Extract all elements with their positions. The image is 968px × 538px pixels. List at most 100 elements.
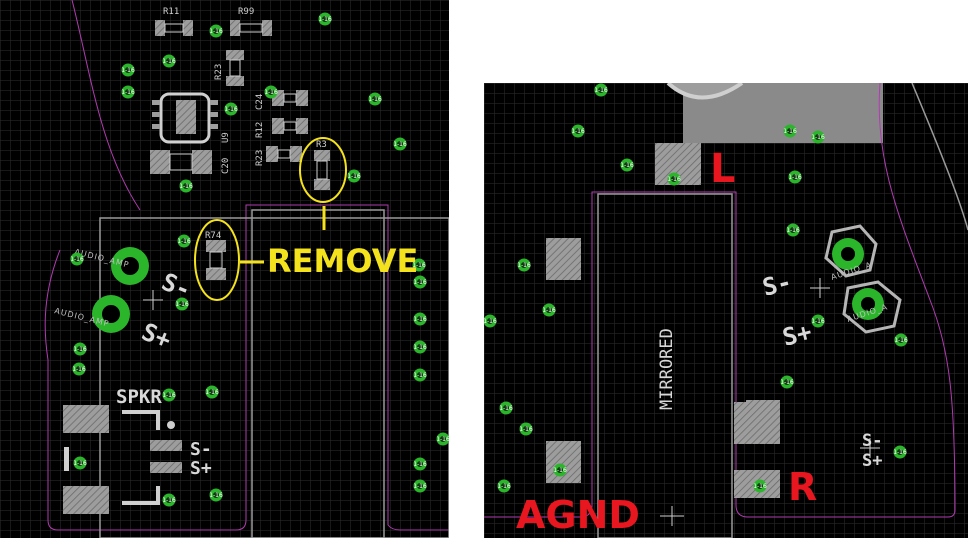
via-label: 1-16 (224, 106, 238, 113)
via-label: 1-16 (179, 183, 193, 190)
silk-s-minus: S- (760, 268, 795, 302)
via-label: 1-16 (318, 16, 332, 23)
via: 1-16 (499, 401, 513, 415)
via-label: 1-16 (499, 405, 513, 412)
via-label: 1-16 (393, 141, 407, 148)
via: 1-16 (783, 124, 797, 138)
via: 1-16 (413, 368, 427, 382)
via-label: 1-16 (264, 89, 278, 96)
via: 1-16 (368, 92, 382, 106)
via-label: 1-16 (893, 449, 907, 456)
designator-c20: C20 (221, 158, 231, 174)
pad-right-upper (746, 400, 780, 444)
via-label: 1-16 (162, 497, 176, 504)
via: 1-16 (517, 258, 531, 272)
via: 1-16 (179, 179, 193, 193)
speaker-pad-plus (92, 295, 130, 333)
silk-s-plus-small: S+ (862, 451, 882, 471)
via-label: 1-16 (162, 392, 176, 399)
via-label: 1-16 (412, 262, 426, 269)
via: 1-16 (542, 303, 556, 317)
board-edge (44, 204, 449, 531)
via-label: 1-16 (413, 316, 427, 323)
via: 1-16 (209, 488, 223, 502)
annotation-l: L (710, 146, 736, 192)
pcb-view-right: MIRRORED AUDIO_A AUDIO_A S- S+ S- S+ (484, 83, 968, 538)
ic-u9 (152, 92, 218, 144)
via: 1-16 (209, 24, 223, 38)
amp-region-outline (99, 217, 449, 538)
via: 1-16 (413, 275, 427, 289)
via: 1-16 (205, 385, 219, 399)
via-label: 1-16 (121, 67, 135, 74)
via-label: 1-16 (72, 366, 86, 373)
silk-mirrored: MIRRORED (657, 328, 677, 410)
designator-r99: R99 (238, 7, 254, 17)
via: 1-16 (786, 223, 800, 237)
via: 1-16 (620, 158, 634, 172)
via-label: 1-16 (497, 483, 511, 490)
via: 1-16 (497, 479, 511, 493)
via: 1-16 (667, 172, 681, 186)
via: 1-16 (788, 170, 802, 184)
via-label: 1-16 (571, 128, 585, 135)
resistor-r23 (226, 50, 244, 86)
resistor-r23b (266, 146, 302, 162)
via-label: 1-16 (347, 173, 361, 180)
via-label: 1-16 (162, 58, 176, 65)
via: 1-16 (162, 54, 176, 68)
via: 1-16 (121, 63, 135, 77)
via-label: 1-16 (209, 492, 223, 499)
designator-r23b: R23 (255, 150, 265, 166)
via: 1-16 (72, 362, 86, 376)
via-label: 1-16 (811, 134, 825, 141)
silk-s-minus-small: S- (190, 439, 212, 460)
speaker-pad-minus (111, 247, 149, 285)
via-label: 1-16 (73, 346, 87, 353)
via-layer-right: 1-16 1-16 1-16 1-16 1-16 1-16 1-16 1-16 1-16 1-16… (484, 83, 908, 493)
pcb-canvas-right: MIRRORED AUDIO_A AUDIO_A S- S+ S- S+ (484, 83, 968, 538)
via-label: 1-16 (205, 389, 219, 396)
silk-s-plus: S+ (780, 318, 815, 352)
module-outline (597, 193, 733, 538)
via-label: 1-16 (788, 174, 802, 181)
jack-cutout (666, 83, 744, 100)
connector-outline (251, 209, 385, 538)
speaker-header (63, 405, 182, 514)
speaker-pad-plus (842, 280, 902, 334)
via-label: 1-16 (517, 262, 531, 269)
via-label: 1-16 (519, 426, 533, 433)
via: 1-16 (571, 124, 585, 138)
via: 1-16 (413, 457, 427, 471)
highlight-r74 (194, 219, 240, 301)
via: 1-16 (264, 85, 278, 99)
via: 1-16 (753, 479, 767, 493)
pcb-canvas-left: R11 R99 R23 C24 R12 R23 U9 C20 R3 R74 AU… (0, 0, 449, 538)
via: 1-16 (413, 340, 427, 354)
via-label: 1-16 (70, 256, 84, 263)
silk-s-plus-small: S+ (190, 458, 212, 479)
via-label: 1-16 (368, 96, 382, 103)
resistor-r3 (314, 150, 330, 190)
via: 1-16 (413, 479, 427, 493)
via-label: 1-16 (667, 176, 681, 183)
pad-right-thin (734, 402, 746, 444)
via-label: 1-16 (436, 436, 449, 443)
via: 1-16 (162, 388, 176, 402)
via: 1-16 (73, 456, 87, 470)
designator-u9: U9 (221, 132, 231, 143)
via: 1-16 (413, 312, 427, 326)
via-label: 1-16 (780, 379, 794, 386)
via-label: 1-16 (121, 89, 135, 96)
via-layer-left: 1-16 1-16 1-16 1-16 1-16 1-16 1-16 1-16 1-16 1-16… (70, 12, 449, 507)
via: 1-16 (894, 333, 908, 347)
resistor-r11 (155, 20, 193, 36)
via-label: 1-16 (177, 238, 191, 245)
via: 1-16 (393, 137, 407, 151)
via-label: 1-16 (73, 460, 87, 467)
via-label: 1-16 (413, 461, 427, 468)
via-label: 1-16 (620, 162, 634, 169)
via: 1-16 (436, 432, 449, 446)
resistor-r74 (206, 240, 226, 280)
via: 1-16 (811, 314, 825, 328)
